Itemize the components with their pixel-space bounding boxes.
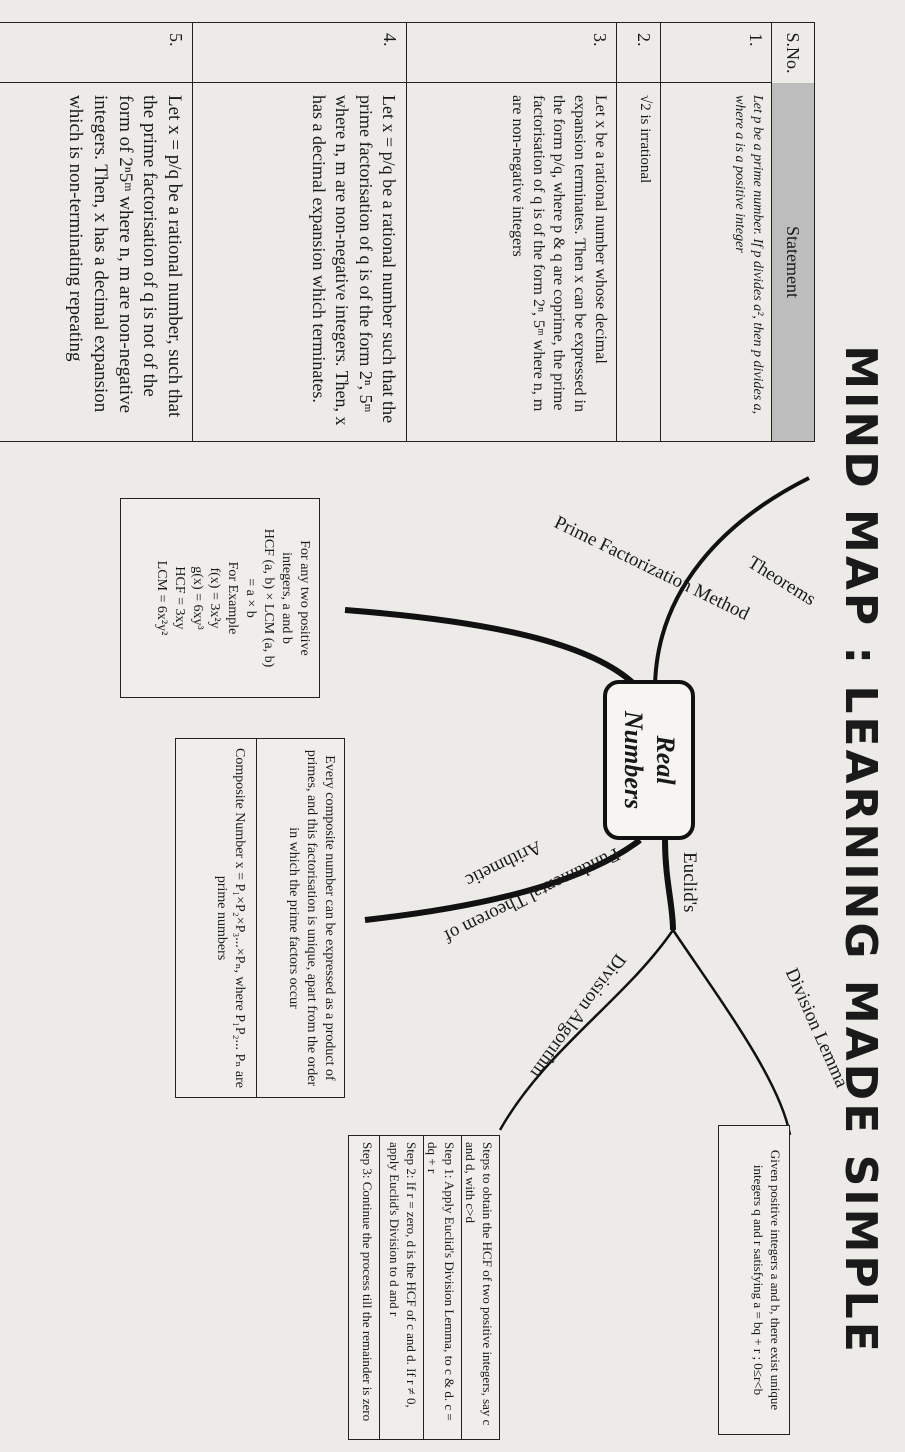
row-statement: √2 is irrational [637,95,653,184]
fta-formula: Composite Number x = P₁×P₂×P₃...×Pₙ, whe… [214,748,247,1088]
branch-line-theorems [653,476,810,691]
table-row: 1. Let p be a prime number. If p divides… [660,23,772,441]
central-topic-line1: Real [651,735,680,785]
header-statement: Statement [772,83,814,441]
prime-box-line: HCF (a, b) × LCM (a, b) [261,528,277,668]
prime-box-line: g(x) = 6xy³ [189,566,205,630]
algorithm-step-2: Step 2: If r = zero, d is the HCF of c a… [379,1136,423,1439]
prime-box-line: For Example [225,561,241,635]
row-statement: Let x = p/q be a rational number such th… [308,95,399,426]
prime-box-line: For any two positive [297,540,312,656]
algorithm-step-1: Step 1: Apply Euclid's Division Lemma, t… [423,1136,461,1439]
table-row: 4. Let x = p/q be a rational number such… [192,23,406,441]
central-topic-line2: Numbers [619,710,648,810]
branch-line-division-lemma [671,929,792,1136]
row-number: 1. [661,23,772,83]
prime-box-line: f(x) = 3x²y [207,567,223,629]
algorithm-intro: Steps to obtain the HCF of two positive … [461,1136,499,1439]
division-algorithm-box: Steps to obtain the HCF of two positive … [348,1135,500,1440]
row-number: 5. [0,23,192,83]
division-lemma-box: Given positive integers a and b, there e… [718,1125,790,1435]
header-sno: S.No. [772,23,814,84]
row-statement: Let p be a prime number. If p divides a²… [731,95,765,415]
prime-box-line: = a × b [243,578,259,618]
central-topic: Real Numbers [603,680,695,840]
branch-label-euclids: Euclid's [679,852,700,913]
statement-table: S.No. Statement 1. Let p be a prime numb… [0,22,815,442]
table-row: 3. Let x be a rational number whose deci… [406,23,616,441]
algorithm-step-3: Step 3: Continue the process till the re… [360,1142,375,1422]
row-number: 4. [193,23,406,83]
prime-box-line: integers, a and b [279,552,295,644]
row-number: 2. [617,23,660,83]
branch-line-prime-factorization [344,607,643,693]
table-row: 5. Let x = p/q be a rational number, suc… [0,23,192,441]
row-statement: Let x = p/q be a rational number, such t… [65,95,185,418]
table-row: 2. √2 is irrational [616,23,660,441]
row-statement: Let x be a rational number whose decimal… [508,95,609,412]
fta-definition: Every composite number can be expressed … [256,739,344,1097]
page-title: MIND MAP : LEARNING MADE SIMPLE [835,345,886,1355]
prime-box-line: HCF = 3xy [171,566,187,630]
branch-line-fta [364,837,642,923]
row-number: 3. [407,23,616,83]
fta-box: Every composite number can be expressed … [175,738,345,1098]
branch-line-euclids [662,839,676,931]
branch-line-division-algorithm [498,929,675,1131]
table-header: S.No. Statement [771,23,814,441]
prime-box-line: LCM = 6x²y² [153,560,169,636]
prime-factorization-box: For any two positive integers, a and b H… [120,498,320,698]
